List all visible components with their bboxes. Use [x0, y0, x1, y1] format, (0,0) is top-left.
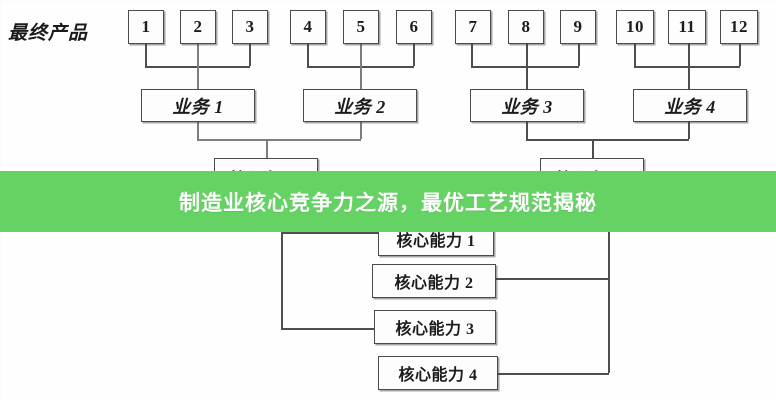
final-product-box-2[interactable]: 2: [180, 10, 216, 44]
headline-banner-text: 制造业核心竞争力之源，最优工艺规范揭秘: [179, 191, 597, 215]
final-product-box-5[interactable]: 5: [343, 10, 379, 44]
line-p3-down: [249, 44, 251, 66]
line-cp1-to-cap1: [281, 232, 379, 234]
line-bus3-up: [526, 66, 528, 89]
line-p10-down: [634, 44, 636, 66]
line-p5-down: [360, 44, 362, 66]
line-p4-down: [307, 44, 309, 66]
business-unit-box-4[interactable]: 业务 4: [633, 89, 747, 122]
line-bus2-up: [360, 66, 362, 89]
line-bus4-to-bar: [688, 122, 690, 139]
business-unit-box-2[interactable]: 业务 2: [303, 89, 417, 122]
line-p6-down: [413, 44, 415, 66]
line-bus1-to-bar: [197, 122, 199, 139]
line-cp1-down: [281, 196, 283, 329]
line-bus3-to-bar: [526, 122, 528, 139]
final-product-box-11[interactable]: 11: [668, 10, 706, 44]
final-product-box-6[interactable]: 6: [396, 10, 432, 44]
line-cp2-to-cap2: [495, 278, 609, 280]
line-bus4-up: [688, 66, 690, 89]
final-product-box-10[interactable]: 10: [616, 10, 654, 44]
line-cp1-up: [266, 139, 268, 158]
line-bar-left: [197, 139, 361, 141]
final-product-box-9[interactable]: 9: [560, 10, 596, 44]
headline-banner: 制造业核心竞争力之源，最优工艺规范揭秘: [0, 171, 776, 232]
line-cp2-down: [608, 196, 610, 373]
core-capability-box-4[interactable]: 核心能力 4: [378, 356, 498, 390]
final-product-box-3[interactable]: 3: [232, 10, 268, 44]
business-unit-box-1[interactable]: 业务 1: [141, 89, 255, 122]
line-p9-down: [578, 44, 580, 66]
core-capability-box-2[interactable]: 核心能力 2: [372, 264, 496, 298]
final-product-box-8[interactable]: 8: [508, 10, 544, 44]
line-p11-down: [688, 44, 690, 66]
line-p1-down: [145, 44, 147, 66]
line-bar-right: [526, 139, 689, 141]
line-p12-down: [739, 44, 741, 66]
business-unit-box-3[interactable]: 业务 3: [470, 89, 584, 122]
final-product-box-7[interactable]: 7: [455, 10, 491, 44]
final-product-box-4[interactable]: 4: [290, 10, 326, 44]
final-product-box-1[interactable]: 1: [128, 10, 164, 44]
line-p8-down: [526, 44, 528, 66]
final-product-box-12[interactable]: 12: [720, 10, 758, 44]
line-p7-down: [471, 44, 473, 66]
line-cp1-to-cap3: [281, 328, 375, 330]
line-cp2-up: [592, 139, 594, 158]
line-bus4-bus: [634, 66, 740, 68]
line-bus1-up: [197, 66, 199, 89]
line-bus2-to-bar: [360, 122, 362, 139]
core-capability-box-3[interactable]: 核心能力 3: [374, 310, 496, 344]
line-p2-down: [197, 44, 199, 66]
root-label: 最终产品: [8, 23, 89, 44]
line-bus3-bus: [471, 66, 579, 68]
line-cp2-to-cap4: [497, 373, 609, 375]
